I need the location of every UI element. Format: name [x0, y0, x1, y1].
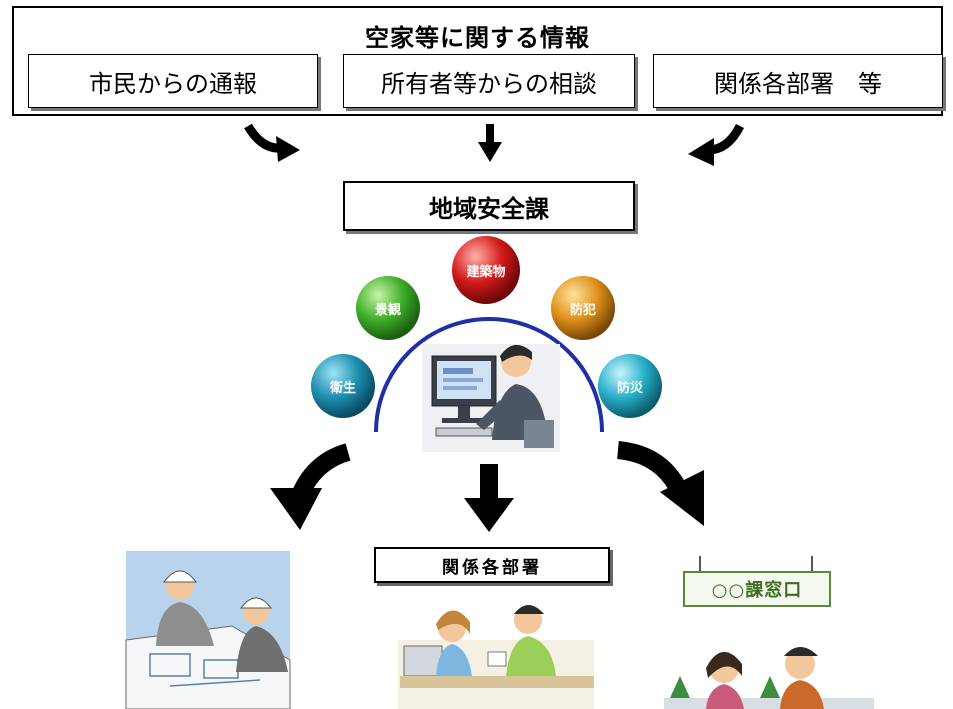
- arrow-down-right-icon: [616, 441, 704, 526]
- window-sign: [683, 571, 831, 607]
- category-label-hygiene: 衛生: [329, 380, 356, 396]
- arrow-down-left-icon: [270, 443, 351, 530]
- related-departments-label: 関係各部署: [374, 547, 610, 583]
- category-sphere-disaster-prevention: 防災: [598, 354, 662, 418]
- information-title: 空家等に関する情報: [365, 24, 590, 52]
- arrow-left-down-icon: [244, 123, 300, 162]
- category-label-disaster-prevention: 防災: [617, 380, 644, 396]
- category-sphere-crime-prevention: 防犯: [551, 276, 615, 340]
- category-sphere-building: 建築物: [452, 236, 520, 304]
- category-label-crime-prevention: 防犯: [570, 302, 596, 318]
- office-worker-illustration: [422, 344, 560, 452]
- source-owner-consultation: 所有者等からの相談: [343, 54, 635, 108]
- source-related-departments: 関係各部署 等: [653, 54, 943, 108]
- department-box: 地域安全課: [343, 181, 635, 231]
- consultation-illustration: [398, 605, 594, 709]
- arrow-down-icon: [478, 124, 502, 162]
- site-inspection-illustration: [125, 551, 291, 709]
- arrow-right-down-icon: [688, 123, 745, 166]
- coverage-arc: [374, 317, 604, 433]
- arrow-down-center-icon: [464, 464, 514, 532]
- category-label-building: 建築物: [466, 264, 505, 280]
- source-citizen-report: 市民からの通報: [28, 54, 318, 108]
- category-sphere-hygiene: 衛生: [311, 354, 375, 418]
- window-counter-illustration: ○○課窓口: [664, 556, 874, 709]
- category-sphere-landscape: 景観: [356, 276, 420, 340]
- category-label-landscape: 景観: [375, 302, 401, 318]
- window-sign-label: ○○課窓口: [712, 579, 802, 601]
